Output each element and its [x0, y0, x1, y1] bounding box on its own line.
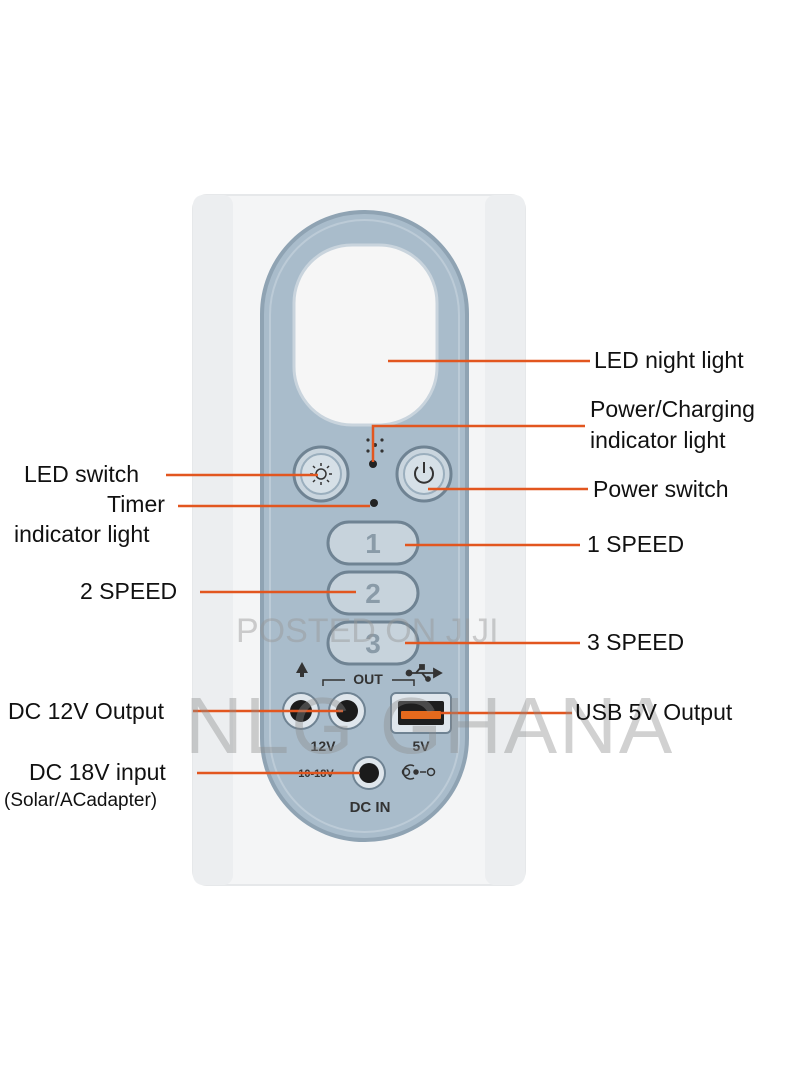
led-night-light	[292, 243, 439, 427]
label-usb5v-output: USB 5V Output	[575, 699, 733, 725]
charging-indicator-dot	[369, 460, 377, 468]
speed-2-button-label: 2	[365, 578, 381, 609]
fan-body-left-edge	[193, 195, 233, 885]
speed-2-button[interactable]: 2	[326, 570, 420, 616]
speed-3-button[interactable]: 3	[326, 620, 420, 666]
lamp-icon	[296, 662, 308, 677]
label-led-switch: LED switch	[24, 461, 140, 487]
12v-label: 12V	[311, 738, 337, 754]
label-speed-2: 2 SPEED	[80, 578, 178, 604]
leader-lines	[166, 359, 590, 775]
usb-icon	[405, 664, 443, 682]
label-led-night-light: LED night light	[594, 347, 744, 373]
control-panel-inner	[269, 219, 460, 833]
fan-body-right-edge	[485, 195, 525, 885]
label-speed-1: 1 SPEED	[587, 531, 685, 557]
power-switch-button[interactable]	[395, 445, 453, 503]
label-power-charging-line2: indicator light	[590, 427, 726, 453]
label-speed-3: 3 SPEED	[587, 629, 685, 655]
out-bracket	[322, 679, 415, 686]
label-dc12v-output: DC 12V Output	[8, 698, 164, 724]
leader-power-charging	[371, 424, 585, 462]
label-timer-line2: indicator light	[14, 521, 150, 547]
speed-1-button[interactable]: 1	[326, 520, 420, 566]
out-label: OUT	[353, 671, 383, 687]
label-timer-line1: Timer	[107, 491, 165, 517]
power-icon	[414, 462, 434, 484]
speed-3-button-label: 3	[365, 628, 381, 659]
dc-in-label: DC IN	[350, 799, 391, 816]
label-dc18v-input: DC 18V input	[29, 759, 166, 785]
dc-12v-jack-right[interactable]	[328, 692, 366, 730]
led-switch-button[interactable]	[292, 445, 350, 503]
timer-indicator-dot	[370, 499, 378, 507]
label-power-charging-line1: Power/Charging	[590, 396, 755, 422]
label-dc18v-note: (Solar/ACadapter)	[4, 790, 158, 811]
polarity-icon	[401, 764, 436, 780]
label-power-switch: Power switch	[593, 476, 729, 502]
speed-1-button-label: 1	[365, 528, 381, 559]
5v-label: 5V	[412, 738, 430, 754]
